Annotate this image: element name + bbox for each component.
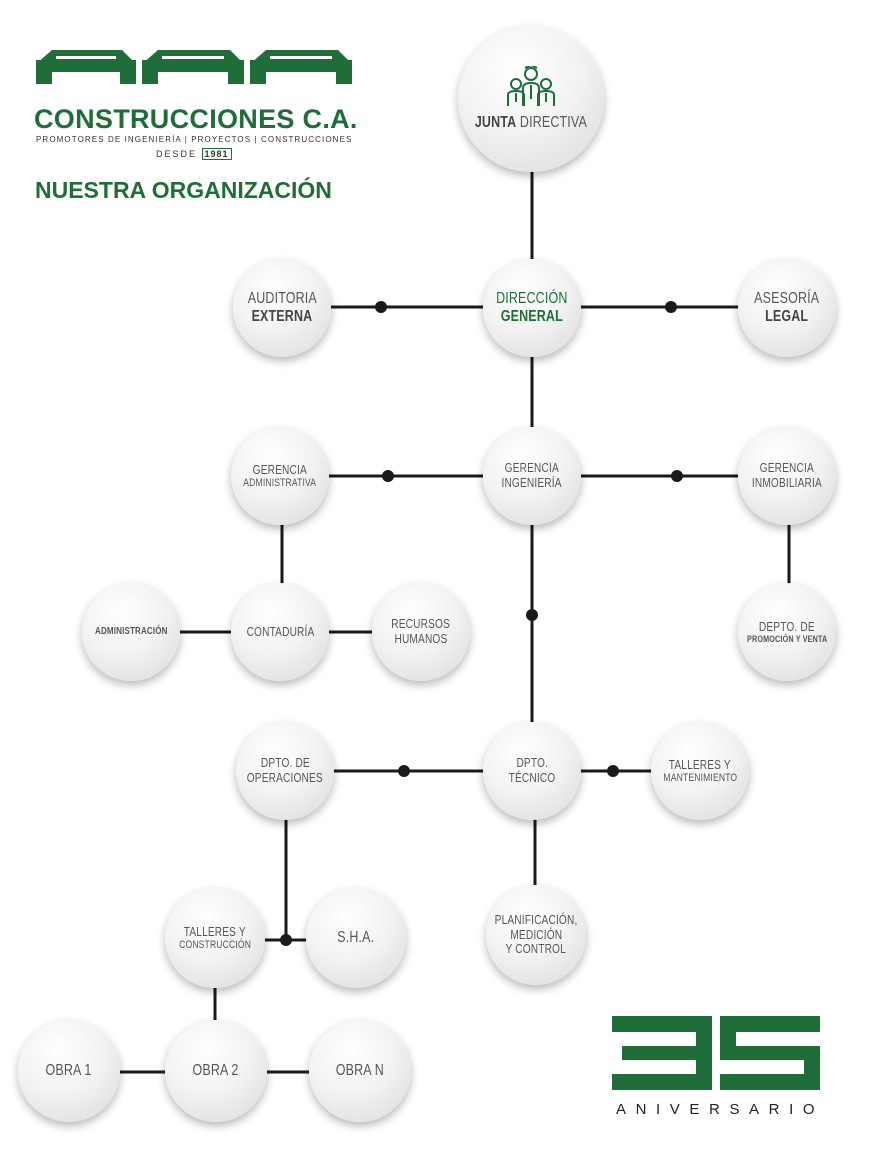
node-asesoria-legal: ASESORÍA LEGAL: [738, 259, 836, 357]
talleres-const-line1: TALLERES Y: [183, 923, 247, 939]
planificacion-line3: Y CONTROL: [505, 941, 567, 957]
direccion-line1: DIRECCIÓN: [496, 290, 568, 308]
since-year: 1981: [201, 148, 232, 160]
node-gerencia-administrativa: GERENCIA ADMINISTRATIVA: [231, 427, 329, 525]
ger-ing-line2: INGENIERÍA: [501, 475, 563, 490]
auditoria-line2: EXTERNA: [251, 308, 313, 325]
operaciones-line1: DPTO. DE: [260, 755, 310, 771]
talleres-mant-line2: MANTENIMIENTO: [663, 772, 737, 785]
junction-dot: [280, 934, 292, 946]
talleres-mant-line1: TALLERES Y: [668, 756, 732, 772]
node-gerencia-ingenieria: GERENCIA INGENIERÍA: [483, 427, 581, 525]
company-name: CONSTRUCCIONES C.A.: [34, 104, 358, 134]
tecnico-line1: DPTO.: [516, 755, 548, 771]
node-obra-1: OBRA 1: [18, 1020, 120, 1122]
anniversary-label: ANIVERSARIO: [616, 1101, 825, 1118]
junction-dot: [375, 301, 387, 313]
node-contaduria: CONTADURÍA: [231, 583, 329, 681]
junta-label-bold: JUNTA: [474, 114, 517, 132]
contaduria-label: CONTADURÍA: [246, 623, 314, 639]
rrhh-line1: RECURSOS: [391, 616, 451, 632]
node-talleres-construccion: TALLERES Y CONSTRUCCIÓN: [165, 888, 265, 988]
obra1-label: OBRA 1: [45, 1062, 93, 1080]
asesoria-line2: LEGAL: [765, 308, 809, 325]
planificacion-line1: PLANIFICACIÓN,: [494, 912, 578, 928]
planificacion-line2: MEDICIÓN: [510, 926, 562, 942]
page-title: NUESTRA ORGANIZACIÓN: [35, 177, 332, 203]
node-recursos-humanos: RECURSOS HUMANOS: [372, 583, 470, 681]
node-promocion-venta: DEPTO. DE PROMOCIÓN Y VENTA: [738, 583, 836, 681]
junta-label: DIRECTIVA: [516, 114, 588, 132]
asesoria-line1: ASESORÍA: [754, 290, 820, 308]
35-anniversary-mark-icon: [612, 1016, 820, 1090]
ger-admin-line2: ADMINISTRATIVA: [243, 477, 317, 490]
obran-label: OBRA N: [335, 1062, 385, 1080]
board-members-icon: [507, 66, 555, 107]
node-direccion-general: DIRECCIÓN GENERAL: [483, 259, 581, 357]
administracion-label: ADMINISTRACIÓN: [94, 626, 168, 638]
node-dpto-tecnico: DPTO. TÉCNICO: [483, 722, 581, 820]
node-planificacion: PLANIFICACIÓN, MEDICIÓN Y CONTROL: [486, 885, 586, 985]
node-obra-2: OBRA 2: [165, 1020, 267, 1122]
tecnico-line2: TÉCNICO: [508, 770, 556, 785]
node-dpto-operaciones: DPTO. DE OPERACIONES: [236, 722, 334, 820]
junction-dot: [607, 765, 619, 777]
talleres-const-line2: CONSTRUCCIÓN: [179, 939, 251, 952]
junction-dot: [671, 470, 683, 482]
junction-dot: [398, 765, 410, 777]
operaciones-line2: OPERACIONES: [246, 770, 324, 785]
junction-dot: [526, 609, 538, 621]
node-junta-directiva: JUNTA DIRECTIVA: [458, 26, 604, 172]
node-obra-n: OBRA N: [309, 1020, 411, 1122]
ger-inmob-line2: INMOBILIARIA: [751, 475, 823, 490]
node-auditoria-externa: AUDITORIA EXTERNA: [233, 259, 331, 357]
company-since: DESDE 1981: [156, 148, 232, 160]
logo-mark-icon: [36, 50, 352, 84]
direccion-line2: GENERAL: [500, 308, 564, 325]
ger-admin-line1: GERENCIA: [252, 461, 308, 477]
rrhh-line2: HUMANOS: [394, 631, 448, 646]
ger-inmob-line1: GERENCIA: [759, 460, 815, 476]
node-gerencia-inmobiliaria: GERENCIA INMOBILIARIA: [738, 427, 836, 525]
since-label: DESDE: [156, 149, 198, 159]
sha-label: S.H.A.: [337, 929, 375, 947]
ger-ing-line1: GERENCIA: [504, 460, 560, 476]
node-talleres-mantenimiento: TALLERES Y MANTENIMIENTO: [651, 722, 749, 820]
obra2-label: OBRA 2: [192, 1062, 240, 1080]
company-tagline: PROMOTORES DE INGENIERÍA | PROYECTOS | C…: [36, 135, 353, 144]
promocion-line1: DEPTO. DE: [759, 618, 815, 634]
junction-dot: [382, 470, 394, 482]
node-administracion: ADMINISTRACIÓN: [82, 583, 180, 681]
promocion-line2: PROMOCIÓN Y VENTA: [746, 634, 828, 645]
junction-dot: [665, 301, 677, 313]
node-sha: S.H.A.: [306, 888, 406, 988]
auditoria-line1: AUDITORIA: [247, 290, 317, 308]
